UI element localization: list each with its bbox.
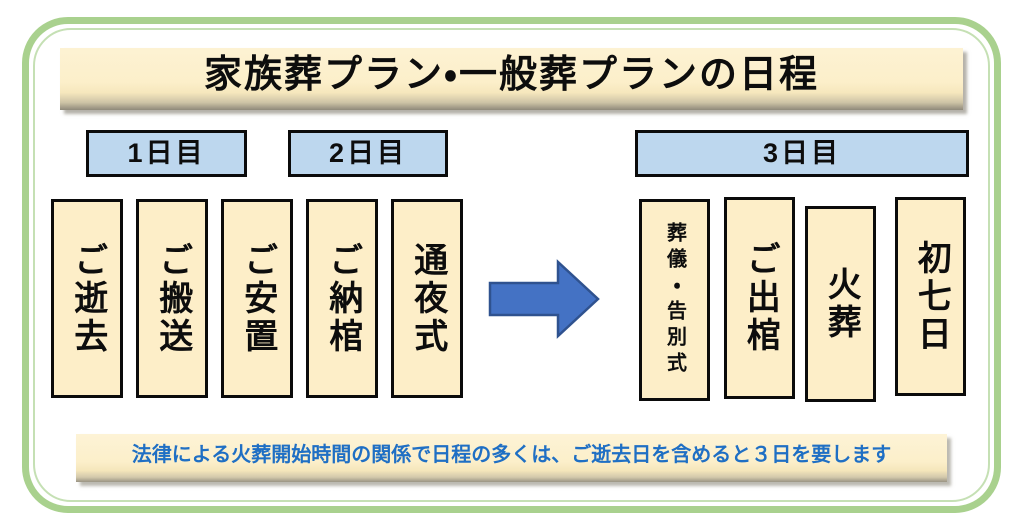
step-label: ご出棺 [741,241,780,355]
step-label: ご搬送 [153,241,192,356]
day-label-3: 3日目 [635,130,969,177]
note-banner: 法律による火葬開始時間の関係で日程の多くは、ご逝去日を含めると３日を要します [76,434,947,482]
step-label: 通夜式 [408,241,447,356]
step-box-shikyo: ご逝去 [51,199,123,398]
step-label: ご安置 [238,241,277,356]
step-label: ご納棺 [323,241,362,356]
step-label: 葬儀・告別式 [663,222,686,378]
title-banner: 家族葬プラン・一般葬プランの日程 [60,48,963,110]
day-label-2: 2日目 [288,130,448,177]
step-box-shonanoka: 初七日 [895,197,966,396]
step-label: 火葬 [822,266,861,342]
page-title: 家族葬プラン・一般葬プランの日程 [204,54,819,96]
step-label: ご逝去 [68,241,107,356]
step-box-shukkan: ご出棺 [724,197,795,399]
inner-green-frame [33,28,990,502]
step-box-nokan: ご納棺 [306,199,378,398]
step-box-anchi: ご安置 [221,199,293,398]
day-label-1: 1日目 [86,130,247,177]
arrow-right-icon [488,259,600,339]
step-box-sogi-kokubetsushiki: 葬儀・告別式 [639,199,710,401]
step-box-hanso: ご搬送 [136,199,208,398]
note-text: 法律による火葬開始時間の関係で日程の多くは、ご逝去日を含めると３日を要します [131,444,892,466]
day-label-1-text: 1日目 [127,138,206,168]
day-label-2-text: 2日目 [328,138,408,168]
day-label-3-text: 3日目 [762,138,842,168]
step-box-kaso: 火葬 [805,206,876,402]
step-box-tsuyashiki: 通夜式 [391,199,463,398]
step-label: 初七日 [912,239,951,354]
outer-green-frame [22,17,1001,513]
